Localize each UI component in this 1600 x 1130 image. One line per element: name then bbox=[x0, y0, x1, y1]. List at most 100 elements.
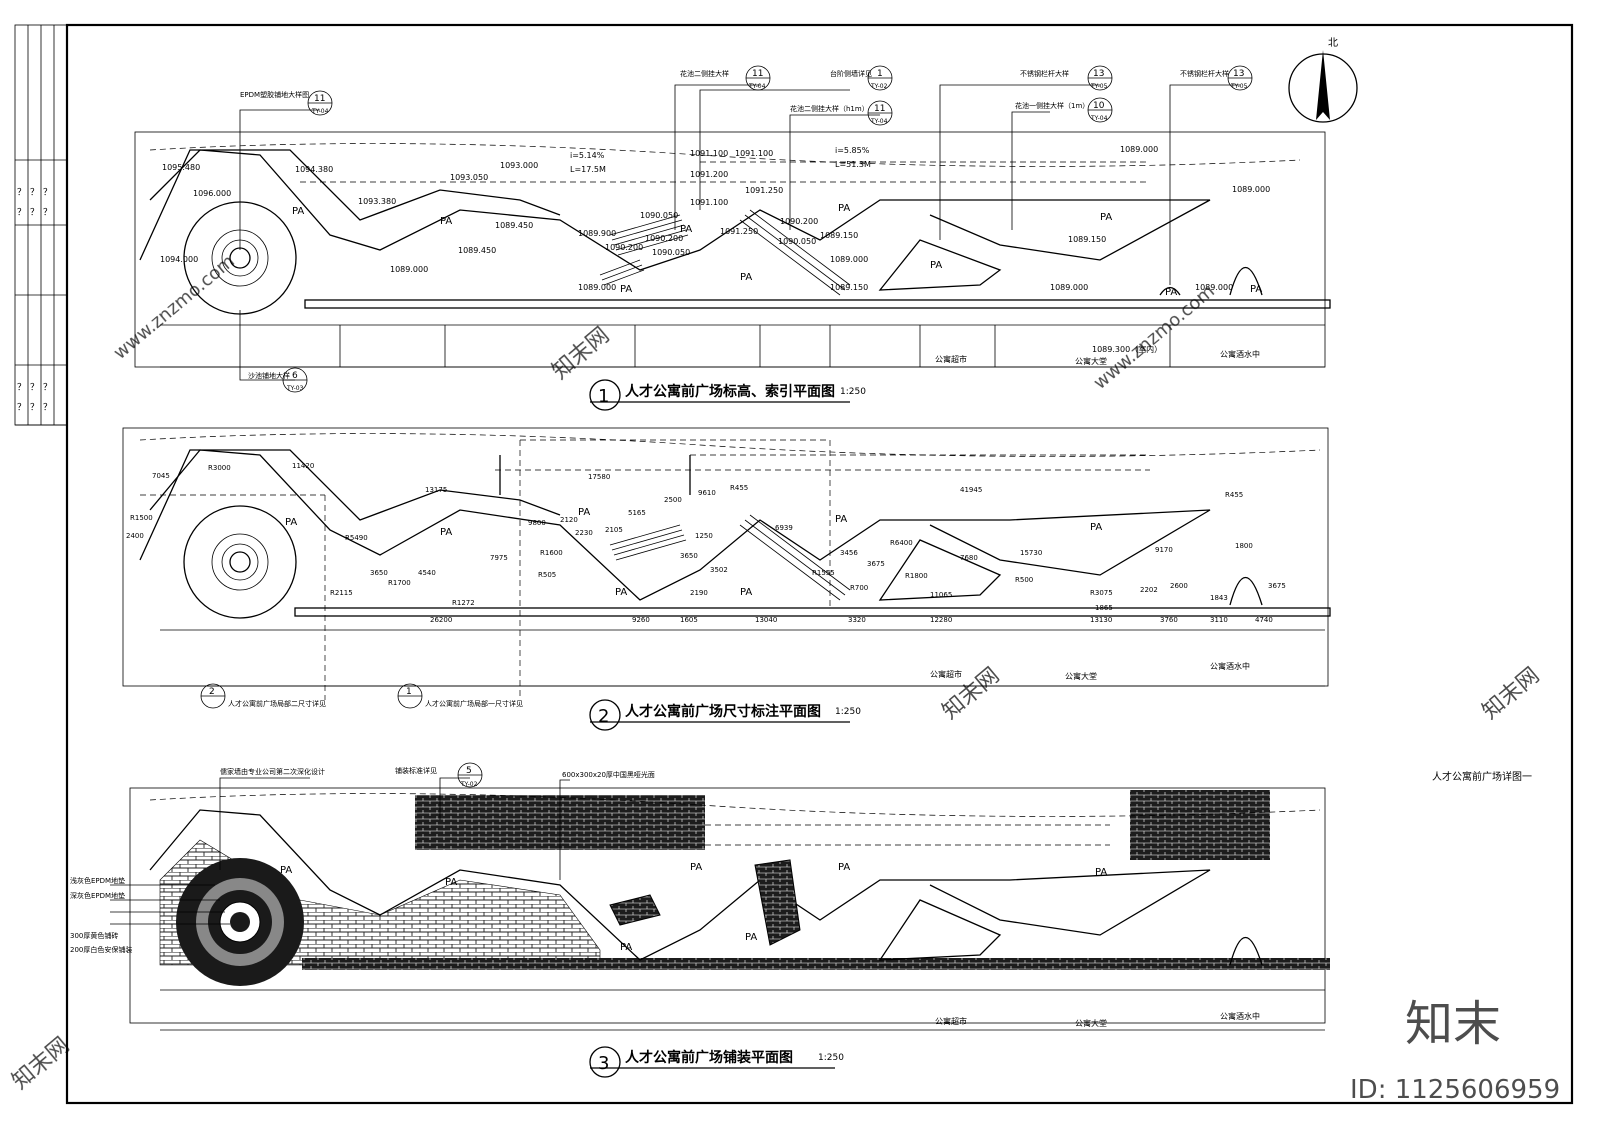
area-label: PA bbox=[445, 877, 457, 888]
dimension-label: 3675 bbox=[1268, 582, 1286, 590]
dimension-label: 2105 bbox=[605, 526, 623, 534]
dimension-label: R1600 bbox=[540, 549, 563, 557]
dimension-label: 26200 bbox=[430, 616, 452, 624]
dimension-label: 2120 bbox=[560, 516, 578, 524]
area-label: PA bbox=[440, 216, 452, 227]
dimension-label: 3675 bbox=[867, 560, 885, 568]
callout-num: 13 bbox=[1233, 69, 1244, 79]
callout-num: 10 bbox=[1093, 101, 1105, 111]
dimension-label: 9610 bbox=[698, 489, 716, 497]
room-label: 公寓大堂 bbox=[1075, 356, 1107, 366]
dimension-label: 3650 bbox=[370, 569, 388, 577]
dimension-label: 13040 bbox=[755, 616, 777, 624]
slope-label: i=5.14% bbox=[570, 151, 605, 160]
dimension-label: 1865 bbox=[1095, 604, 1113, 612]
dimension-label: 6939 bbox=[775, 524, 793, 532]
elevation-label: 1089.150 bbox=[830, 283, 868, 292]
dimension-label: 12280 bbox=[930, 616, 952, 624]
border-mark: ？ bbox=[30, 383, 39, 393]
note-ref-num: 5 bbox=[466, 766, 472, 776]
plan-scale: 1:250 bbox=[818, 1053, 844, 1063]
elevation-label: 1090.200 bbox=[780, 217, 818, 226]
callout-num: 11 bbox=[874, 104, 885, 114]
elevation-label: 1089.450 bbox=[495, 221, 533, 230]
dimension-label: 13130 bbox=[1090, 616, 1112, 624]
callout-num: 11 bbox=[752, 69, 763, 79]
detail-ref-text: 人才公寓前广场局部一尺寸详见 bbox=[425, 699, 523, 708]
elevation-label: 1090.050 bbox=[640, 211, 678, 220]
callout-num: 11 bbox=[314, 94, 325, 104]
callout-ref: TY-04 bbox=[748, 83, 766, 90]
plan-1-elevation-index: EPDM塑胶铺地大样图 11 TY-04 花池二侧挂大样 11 TY-04 台阶… bbox=[134, 65, 1331, 411]
dimension-label: R5490 bbox=[345, 534, 368, 542]
dimension-label: 1250 bbox=[695, 532, 713, 540]
slope-label: L=51.3M bbox=[835, 160, 871, 169]
border-title-strip: ？ ？ ？ ？ ？ ？ ？ ？ ？ ？ ？ ？ bbox=[14, 24, 68, 426]
dimension-label: R1272 bbox=[452, 599, 475, 607]
elevation-label: 1090.050 bbox=[778, 237, 816, 246]
area-label: PA bbox=[578, 507, 590, 518]
paving-note: 儒家墙由专业公司第二次深化设计 bbox=[220, 767, 325, 776]
sheet-title: 人才公寓前广场详图一 bbox=[1432, 770, 1532, 783]
area-label: PA bbox=[690, 862, 702, 873]
callout-num: 1 bbox=[877, 69, 883, 79]
elevation-label: 1089.000 bbox=[830, 255, 868, 264]
border-mark: ？ bbox=[43, 403, 52, 413]
elevation-label: 1091.200 bbox=[690, 170, 728, 179]
area-label: PA bbox=[745, 932, 757, 943]
plan-number: 2 bbox=[598, 706, 609, 727]
elevation-label: 1089.000 bbox=[390, 265, 428, 274]
area-label: PA bbox=[292, 206, 304, 217]
elevation-label: 1089.150 bbox=[820, 231, 858, 240]
callout-ref: TY-03 bbox=[286, 385, 304, 392]
detail-ref-num: 1 bbox=[406, 687, 412, 697]
detail-ref-num: 2 bbox=[209, 687, 215, 697]
callout-ref: TY-04 bbox=[870, 118, 888, 125]
callout-ref: TY-05 bbox=[1230, 83, 1248, 90]
border-mark: ？ bbox=[30, 188, 39, 198]
plan-scale: 1:250 bbox=[840, 387, 866, 397]
callout-text: 不锈钢栏杆大样 bbox=[1020, 69, 1069, 78]
area-label: PA bbox=[1100, 212, 1112, 223]
paving-band bbox=[1130, 790, 1270, 860]
elevation-label: 1091.100 bbox=[690, 198, 728, 207]
room-label: 公寓超市 bbox=[935, 354, 967, 364]
border-mark: ？ bbox=[17, 188, 26, 198]
elevation-label: 1091.100 bbox=[690, 149, 728, 158]
callout-text: 不锈钢栏杆大样 bbox=[1180, 69, 1229, 78]
dimension-label: 2400 bbox=[126, 532, 144, 540]
elevation-label: 1089.450 bbox=[458, 246, 496, 255]
callout-text: 沙池铺地大样 bbox=[248, 371, 290, 380]
paving-note: 600x300x20厚中国黑哑光面 bbox=[562, 770, 655, 779]
elevation-label: 1089.000 bbox=[1050, 283, 1088, 292]
area-label: PA bbox=[740, 272, 752, 283]
dimension-label: R6400 bbox=[890, 539, 913, 547]
legend-item: 300厚黄色铺砖 bbox=[70, 931, 118, 940]
dimension-label: R2115 bbox=[330, 589, 353, 597]
area-label: PA bbox=[835, 514, 847, 525]
area-label: PA bbox=[620, 284, 632, 295]
callout-num: 6 bbox=[292, 371, 298, 381]
border-mark: ？ bbox=[17, 383, 26, 393]
slope-label: i=5.85% bbox=[835, 146, 870, 155]
dimension-label: R455 bbox=[1225, 491, 1243, 499]
watermark-text: 知末网 bbox=[1478, 663, 1545, 725]
dimension-label: 41945 bbox=[960, 486, 982, 494]
north-arrow-icon: 北 bbox=[1288, 37, 1358, 123]
dimension-label: 1800 bbox=[1235, 542, 1253, 550]
elevation-label: 1089.900 bbox=[578, 229, 616, 238]
dimension-label: 2500 bbox=[664, 496, 682, 504]
room-label: 公寓酒水中 bbox=[1220, 1011, 1260, 1021]
callout-text: 花池二侧挂大样（h1m） bbox=[790, 104, 869, 113]
dimension-label: 13175 bbox=[425, 486, 447, 494]
dimension-label: 1843 bbox=[1210, 594, 1228, 602]
dimension-label: 11065 bbox=[930, 591, 952, 599]
dimension-label: 3502 bbox=[710, 566, 728, 574]
plan-title: 人才公寓前广场铺装平面图 bbox=[625, 1049, 793, 1066]
area-label: PA bbox=[1090, 522, 1102, 533]
room-label: 公寓大堂 bbox=[1065, 671, 1097, 681]
elevation-label: 1089.150 bbox=[1068, 235, 1106, 244]
callout-text: 花池二侧挂大样 bbox=[680, 69, 729, 78]
legend-item: 深灰色EPDM地垫 bbox=[70, 891, 125, 900]
